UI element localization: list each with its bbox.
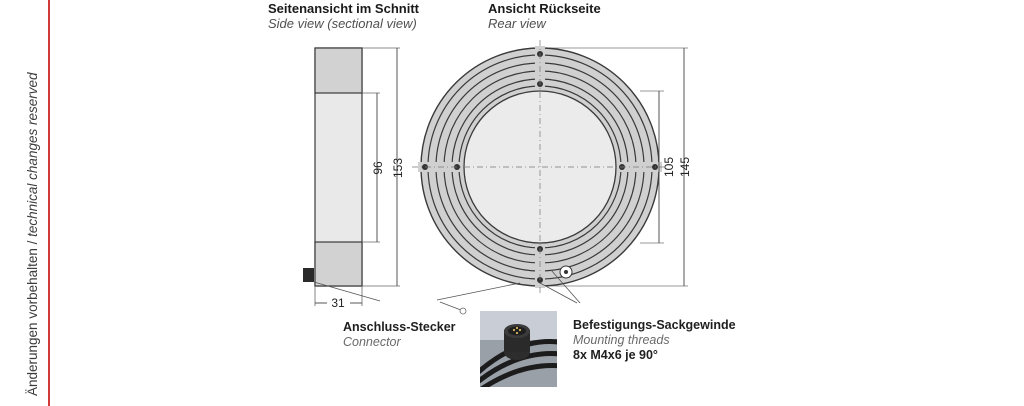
threads-title: Befestigungs-Sackgewinde xyxy=(573,318,736,332)
side-view-drawing: 96 153 31 xyxy=(303,47,405,310)
dim-105: 105 xyxy=(662,157,676,177)
connector-title: Anschluss-Stecker xyxy=(343,320,456,334)
red-rule xyxy=(48,0,50,406)
dim-153: 153 xyxy=(391,158,405,178)
dim-31: 31 xyxy=(331,296,345,310)
side-view-title: Seitenansicht im Schnitt xyxy=(268,1,419,16)
dim-96: 96 xyxy=(371,161,385,175)
rear-view-heading: Ansicht Rückseite Rear view xyxy=(488,1,601,31)
side-section-bottom xyxy=(314,241,363,287)
side-section-top xyxy=(314,47,363,94)
connector-label: Anschluss-Stecker Connector xyxy=(343,320,456,350)
connector-subtitle: Connector xyxy=(343,335,401,349)
side-view-subtitle: Side view (sectional view) xyxy=(268,16,417,31)
rear-view-subtitle: Rear view xyxy=(488,16,546,31)
rear-view-drawing: 145 105 xyxy=(412,40,692,315)
connector-photo xyxy=(480,311,557,387)
dim-145: 145 xyxy=(678,157,692,177)
threads-label: Befestigungs-Sackgewinde Mounting thread… xyxy=(573,318,736,363)
side-connector xyxy=(303,268,314,282)
threads-spec: 8x M4x6 je 90° xyxy=(573,348,658,362)
threads-subtitle: Mounting threads xyxy=(573,333,670,347)
side-view-heading: Seitenansicht im Schnitt Side view (sect… xyxy=(268,1,419,31)
rear-view-title: Ansicht Rückseite xyxy=(488,1,601,16)
